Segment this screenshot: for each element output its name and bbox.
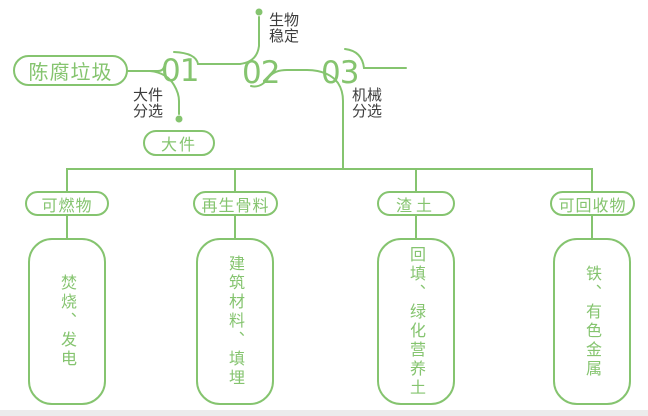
bottom-edge-strip: [0, 410, 648, 416]
category-node-residue-soil: 渣土: [377, 191, 455, 216]
category-node-recyclables: 可回收物: [550, 191, 635, 216]
category-label: 可燃物: [41, 195, 93, 215]
flow-line-step3-tail: [344, 48, 407, 69]
step-number-2: 02: [242, 55, 280, 91]
result-text: 铁、有色金属: [583, 264, 602, 379]
step-label-line: 生物: [269, 11, 300, 29]
bulky-output-node: 大件: [143, 130, 215, 156]
flow-line-source-to-step1: [127, 66, 165, 72]
bulky-output-label: 大件: [160, 135, 197, 154]
category-label: 渣土: [395, 195, 436, 215]
result-box-combustibles: 焚烧、发电: [28, 238, 106, 405]
result-text: 焚烧、发电: [58, 274, 77, 369]
category-node-combustibles: 可燃物: [25, 191, 109, 216]
step-label-line: 大件: [133, 86, 164, 104]
result-box-recyclables: 铁、有色金属: [553, 238, 631, 405]
category-label: 可回收物: [558, 195, 627, 215]
step-label-line: 分选: [133, 102, 164, 120]
result-text: 建筑材料、填埋: [226, 255, 245, 388]
branch-rail: [66, 168, 593, 192]
step-label-bio-stabilization: 生物 稳定: [269, 12, 299, 44]
step-label-line: 机械: [352, 86, 383, 104]
flow-line-step2-to-branch-drop: [250, 69, 344, 170]
result-text: 回填、绿化营养土: [407, 245, 426, 398]
source-label: 陈腐垃圾: [28, 60, 113, 84]
category-node-recycled-aggregate: 再生骨料: [193, 191, 278, 216]
bulky-drop-dot: [175, 115, 183, 123]
source-node: 陈腐垃圾: [13, 55, 128, 86]
category-label: 再生骨料: [201, 195, 270, 215]
step-number-3: 03: [321, 55, 359, 91]
step-label-line: 稳定: [269, 27, 300, 45]
step-label-bulky-sorting: 大件 分选: [133, 87, 163, 119]
flow-line-step1-drop: [149, 70, 180, 115]
bio-marker-dot: [255, 8, 263, 16]
step-label-mechanical-sorting: 机械 分选: [352, 87, 382, 119]
result-box-recycled-aggregate: 建筑材料、填埋: [196, 238, 274, 405]
flow-line-step1-to-bio-marker: [173, 16, 260, 65]
result-box-residue-soil: 回填、绿化营养土: [377, 238, 455, 405]
step-label-line: 分选: [352, 102, 383, 120]
step-number-1: 01: [161, 53, 199, 89]
